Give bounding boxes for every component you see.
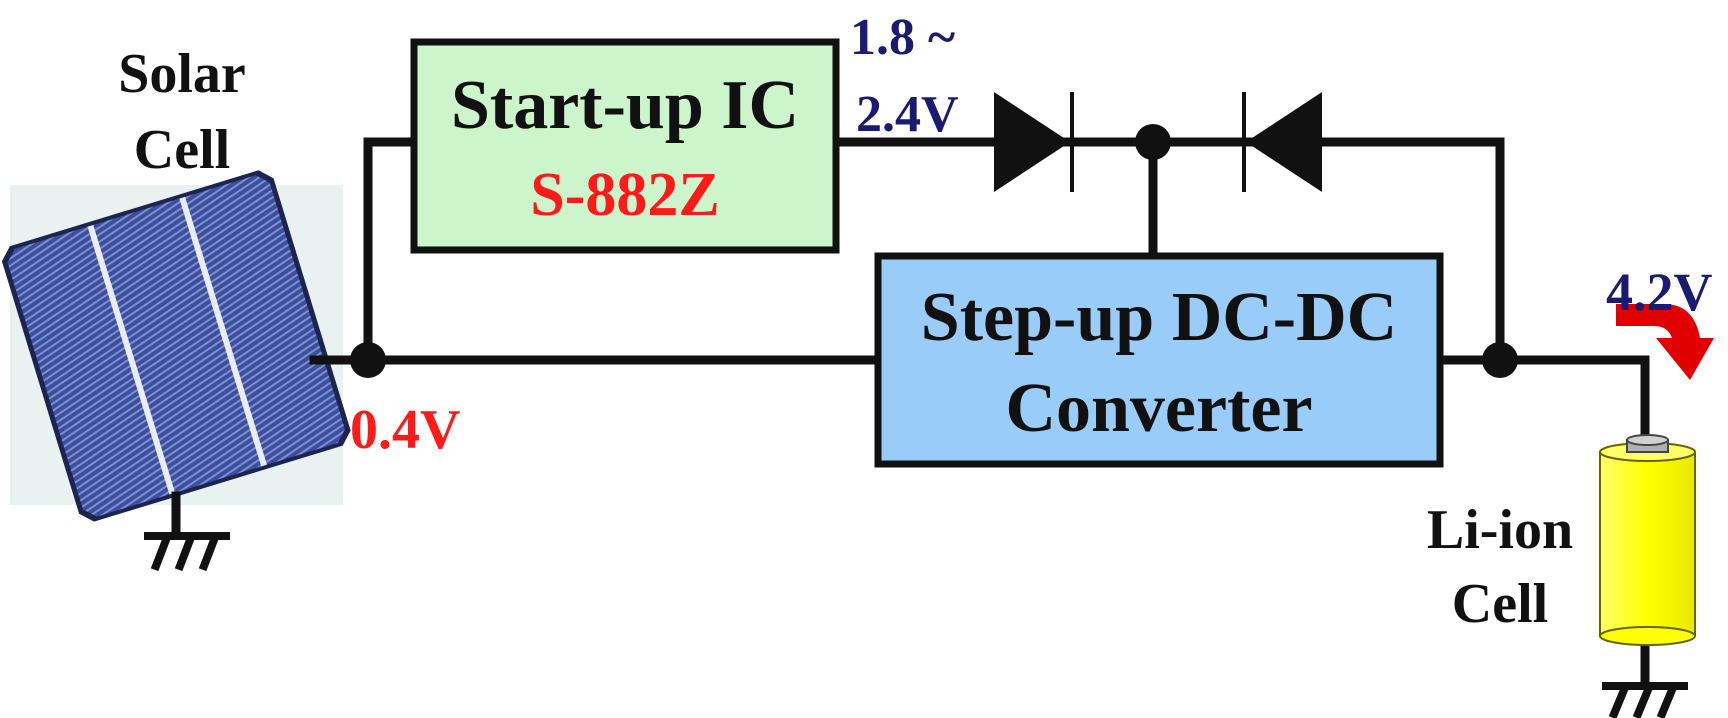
solar-voltage-label: 0.4V xyxy=(350,399,460,461)
battery-icon xyxy=(1599,434,1696,646)
solar-cell-label-line2: Cell xyxy=(134,119,230,181)
startup-voltage-label-line1: 1.8 ~ xyxy=(850,9,955,66)
ground-icon-solar xyxy=(144,532,230,572)
startup-voltage-label-line2: 2.4V xyxy=(856,86,959,143)
charge-arrow-icon xyxy=(1616,304,1714,380)
solar-cell-image xyxy=(1,170,351,522)
startup-ic-title: Start-up IC xyxy=(451,67,799,144)
junction-diodes xyxy=(1135,124,1171,160)
diode-right xyxy=(1242,92,1322,192)
diode-left xyxy=(994,92,1074,192)
converter-label-line2: Converter xyxy=(1005,370,1312,447)
liion-label-line1: Li-ion xyxy=(1427,499,1573,561)
startup-ic-box xyxy=(410,38,840,254)
wiring xyxy=(171,137,1650,687)
startup-ic-part-number: S-882Z xyxy=(530,161,719,229)
ground-icon-battery xyxy=(1602,682,1688,718)
solar-cell-label-line1: Solar xyxy=(118,43,246,105)
battery-voltage-label: 4.2V xyxy=(1606,262,1713,322)
converter-label-line1: Step-up DC-DC xyxy=(921,279,1397,356)
liion-label-line2: Cell xyxy=(1452,573,1548,635)
junction-output xyxy=(1482,342,1518,378)
converter-box xyxy=(874,252,1444,468)
junction-solar xyxy=(350,342,386,378)
